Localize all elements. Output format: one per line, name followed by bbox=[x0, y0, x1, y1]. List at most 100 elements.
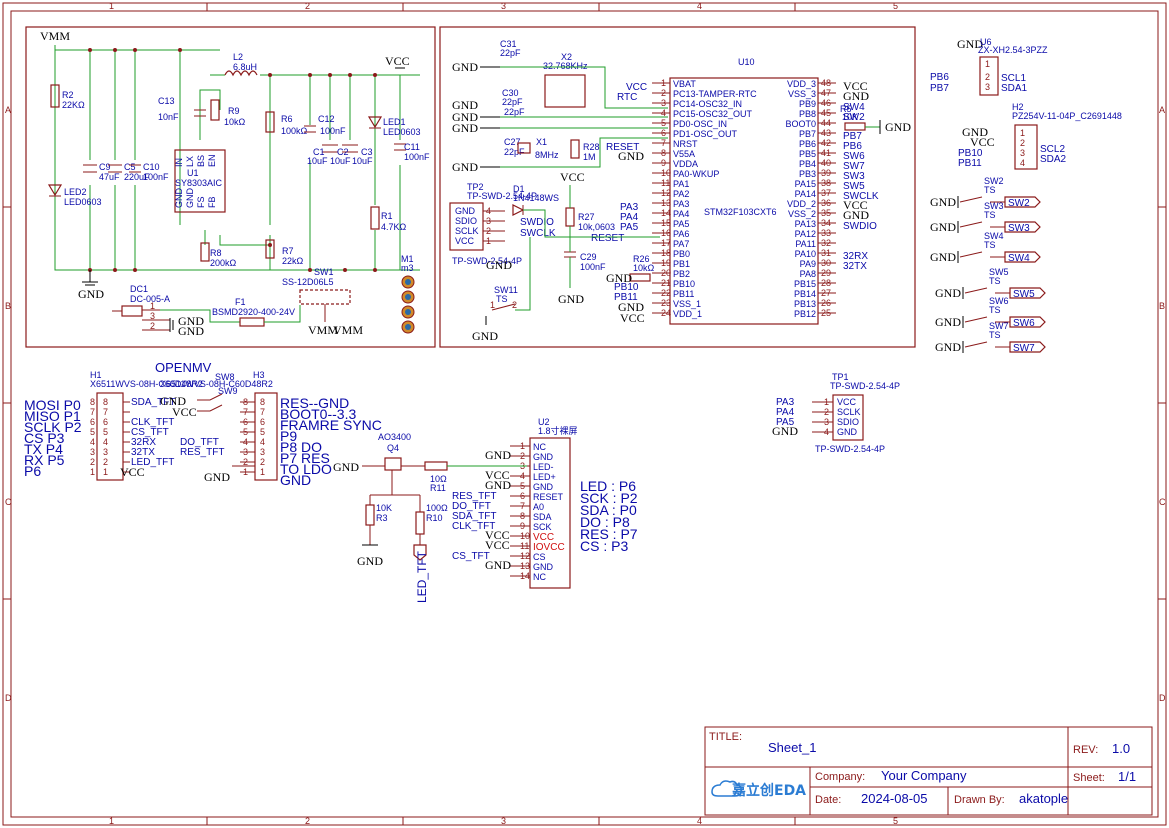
u2-part: 1.8寸裸屏 bbox=[538, 425, 578, 436]
c2-value: 10uF bbox=[330, 156, 351, 166]
net-pb6-u6: PB6 bbox=[930, 72, 949, 83]
u10-pin-name: PB0 bbox=[673, 249, 690, 259]
q4-part: AO3400 bbox=[378, 432, 411, 442]
u2-pin-number: 9 bbox=[520, 521, 525, 531]
eda-logo: 嘉立创EDA bbox=[711, 780, 806, 799]
c27-value: 22pF bbox=[504, 147, 525, 157]
u10-pin-name: PB11 bbox=[673, 289, 694, 299]
u10-right-net-label: SW6 bbox=[843, 151, 865, 162]
switch-ref: SW5 bbox=[989, 267, 1009, 277]
net-swdio-tp2: SWDIO bbox=[520, 217, 554, 228]
u10-pin-name: PB14 bbox=[794, 289, 816, 299]
c3-ref: C3 bbox=[361, 147, 373, 157]
tp1-pin-name: SCLK bbox=[837, 407, 861, 417]
title-label: TITLE: bbox=[709, 731, 742, 743]
h1-pin-number-inner: 8 bbox=[103, 397, 108, 407]
c12-value: 100nF bbox=[320, 126, 346, 136]
u2-pin-number: 7 bbox=[520, 501, 525, 511]
openmv-right-pin-label: FRAMRE SYNC bbox=[280, 417, 382, 433]
mount-hole-center-icon bbox=[405, 294, 411, 300]
h1-net-label: SDA_TFT bbox=[131, 397, 175, 408]
net-pb11: PB11 bbox=[614, 292, 638, 303]
switch-part: TS bbox=[984, 210, 996, 220]
u10-pin-name: PC13-TAMPER-RTC bbox=[673, 89, 757, 99]
zone-row-left: C bbox=[5, 497, 12, 507]
r27-value: 10k,0603 bbox=[578, 222, 615, 232]
u10-pin-name: PA2 bbox=[673, 189, 689, 199]
eda-logo-text: 嘉立创EDA bbox=[731, 782, 806, 799]
u10-pin-name: VSS_2 bbox=[788, 209, 816, 219]
svg-text:2: 2 bbox=[150, 321, 155, 331]
c30-value: 22pF bbox=[502, 97, 523, 107]
tp1-pin-name: VCC bbox=[837, 397, 857, 407]
led1-part: LED0603 bbox=[383, 127, 421, 137]
u10-right-net-label: VCC bbox=[843, 79, 868, 93]
c5-value: 220uF bbox=[124, 172, 150, 182]
h1-pin-number-inner: 7 bbox=[103, 407, 108, 417]
net-flag-icon bbox=[1009, 341, 1046, 353]
openmv-block: OPENMV H1 X6511WVS-08H-C60D48R2 H3 X6511… bbox=[24, 360, 382, 488]
r11-ref: R11 bbox=[430, 483, 446, 493]
company-value: Your Company bbox=[881, 768, 967, 783]
tp1-part-bottom: TP-SWD-2.54-4P bbox=[815, 444, 885, 454]
svg-text:2: 2 bbox=[985, 72, 990, 82]
led2-ref: LED2 bbox=[64, 187, 87, 197]
r7-value: 22kΩ bbox=[282, 256, 304, 266]
r9-value: 10kΩ bbox=[224, 117, 246, 127]
switch-gnd-label: GND bbox=[935, 340, 961, 354]
u10-right-net-label: SW2 bbox=[843, 112, 865, 123]
u10-pin-name: PB1 bbox=[673, 259, 690, 269]
r1-ref: R1 bbox=[381, 211, 393, 221]
u10-pin-number: 18 bbox=[661, 248, 671, 258]
u10-pin-number: 27 bbox=[821, 288, 831, 298]
f1-ref: F1 bbox=[235, 297, 246, 307]
h2-net-pb11: PB11 bbox=[958, 158, 982, 169]
r7-ref: R7 bbox=[282, 246, 294, 256]
u10-pin-number: 22 bbox=[661, 288, 671, 298]
r2-value: 22KΩ bbox=[62, 100, 85, 110]
u2-net-label: SDA_TFT bbox=[452, 511, 496, 522]
c11-value: 100nF bbox=[404, 152, 430, 162]
u2-pin-number: 4 bbox=[520, 471, 525, 481]
svg-text:1: 1 bbox=[490, 300, 495, 310]
switch-ref: SW7 bbox=[989, 321, 1009, 331]
tp2-part-bottom: TP-SWD-2.54-4P bbox=[452, 256, 522, 266]
switch-net-label: SW4 bbox=[1008, 253, 1030, 264]
u1-pin-name: BS bbox=[196, 155, 206, 167]
u2-pin-name: NC bbox=[533, 572, 546, 582]
h2-part: PZ254V-11-04P_C2691448 bbox=[1012, 111, 1122, 121]
u10-pin-name: VBAT bbox=[673, 79, 696, 89]
switch-part: TS bbox=[989, 276, 1001, 286]
gnd-c30: GND bbox=[452, 98, 478, 112]
u6-ref: U6 bbox=[980, 37, 992, 47]
gnd-h3: GND bbox=[204, 470, 230, 484]
u10-pin-number: 42 bbox=[821, 138, 831, 148]
u10-pin-name: PD0-OSC_IN bbox=[673, 119, 727, 129]
u1-pin-name: GND bbox=[174, 188, 184, 209]
x2-ref: X2 bbox=[561, 52, 572, 62]
c12-ref: C12 bbox=[318, 114, 335, 124]
gnd-psu-label: GND bbox=[78, 287, 104, 301]
u2-net-label: GND bbox=[485, 478, 511, 492]
u2-net-label: CLK_TFT bbox=[452, 521, 495, 532]
u2-net-label: DO_TFT bbox=[452, 501, 491, 512]
u10-pin-name: VDD_3 bbox=[787, 79, 816, 89]
u10-pin-number: 29 bbox=[821, 268, 831, 278]
c13-value: 10nF bbox=[158, 112, 179, 122]
date-label: Date: bbox=[815, 794, 841, 806]
u10-pin-name: VDD_2 bbox=[787, 199, 816, 209]
net-swclk-tp2: SWCLK bbox=[520, 228, 556, 239]
gnd-sw11: GND bbox=[472, 329, 498, 343]
u10-pin-number: 12 bbox=[661, 188, 671, 198]
net-flag-icon bbox=[1004, 221, 1041, 233]
u1-pin-name: EN bbox=[207, 154, 217, 167]
c10-value: 100nF bbox=[143, 172, 169, 182]
switch-ref: SW6 bbox=[989, 296, 1009, 306]
u10-pin-name: PA15 bbox=[795, 179, 816, 189]
h3-net-label: DO_TFT bbox=[180, 437, 219, 448]
u10-pin-name: PA0-WKUP bbox=[673, 169, 719, 179]
u10-pin-name: PB9 bbox=[799, 99, 816, 109]
u10-pin-number: 8 bbox=[661, 148, 666, 158]
h3-pin-number-inner: 7 bbox=[260, 407, 265, 417]
